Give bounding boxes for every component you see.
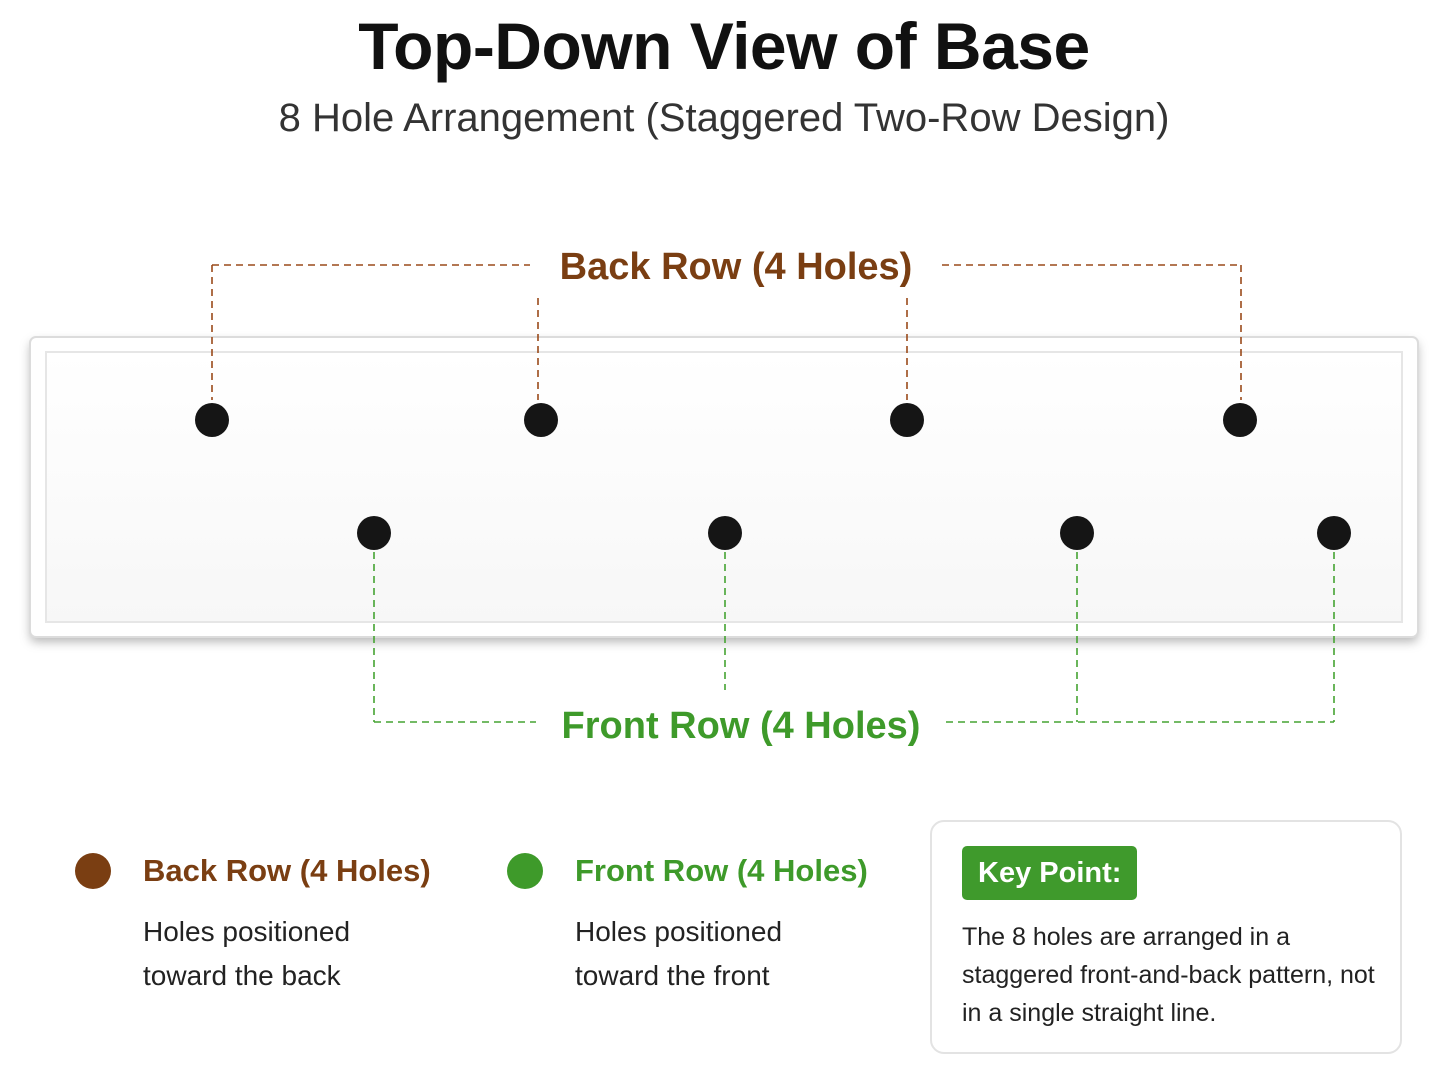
front-row-leaders [373,552,1335,723]
back-row-holes [195,403,1257,437]
diagram-subtitle: 8 Hole Arrangement (Staggered Two-Row De… [278,96,1170,140]
front-row-hole-2 [708,516,742,550]
front-row-hole-3 [1060,516,1094,550]
front-row-label: Front Row (4 Holes) [562,705,921,747]
diagram-title: Top-Down View of Base [358,9,1090,83]
front-row-legend-description: Holes positioned toward the front [575,910,875,998]
front-row-legend-line-2: toward the front [575,960,770,991]
back-row-legend-line-2: toward the back [143,960,341,991]
front-row-legend-line-1: Holes positioned [575,916,783,947]
back-row-legend-dot [75,853,111,889]
front-row-hole-1 [357,516,391,550]
key-point-text: The 8 holes are arranged in a staggered … [962,923,1375,1027]
back-row-legend-description: Holes positioned toward the back [143,910,443,998]
back-row-hole-4 [1223,403,1257,437]
back-row-hole-1 [195,403,229,437]
front-row-hole-4 [1317,516,1351,550]
back-row-hole-2 [524,403,558,437]
front-row-holes [357,516,1351,550]
key-point-box: Key Point: The 8 holes are arranged in a… [930,820,1402,1054]
back-row-hole-3 [890,403,924,437]
back-row-legend-line-1: Holes positioned [143,916,351,947]
back-row-legend-title: Back Row (4 Holes) [143,853,431,888]
key-point-badge: Key Point: [962,846,1138,900]
back-row-leaders [211,264,1242,400]
base-plate [29,336,1419,638]
back-row-label: Back Row (4 Holes) [560,246,913,288]
front-row-legend-dot [507,853,543,889]
front-row-legend-title: Front Row (4 Holes) [575,853,868,888]
base-diagram: Back Row (4 Holes) Front Row (4 Holes) [29,246,1419,747]
